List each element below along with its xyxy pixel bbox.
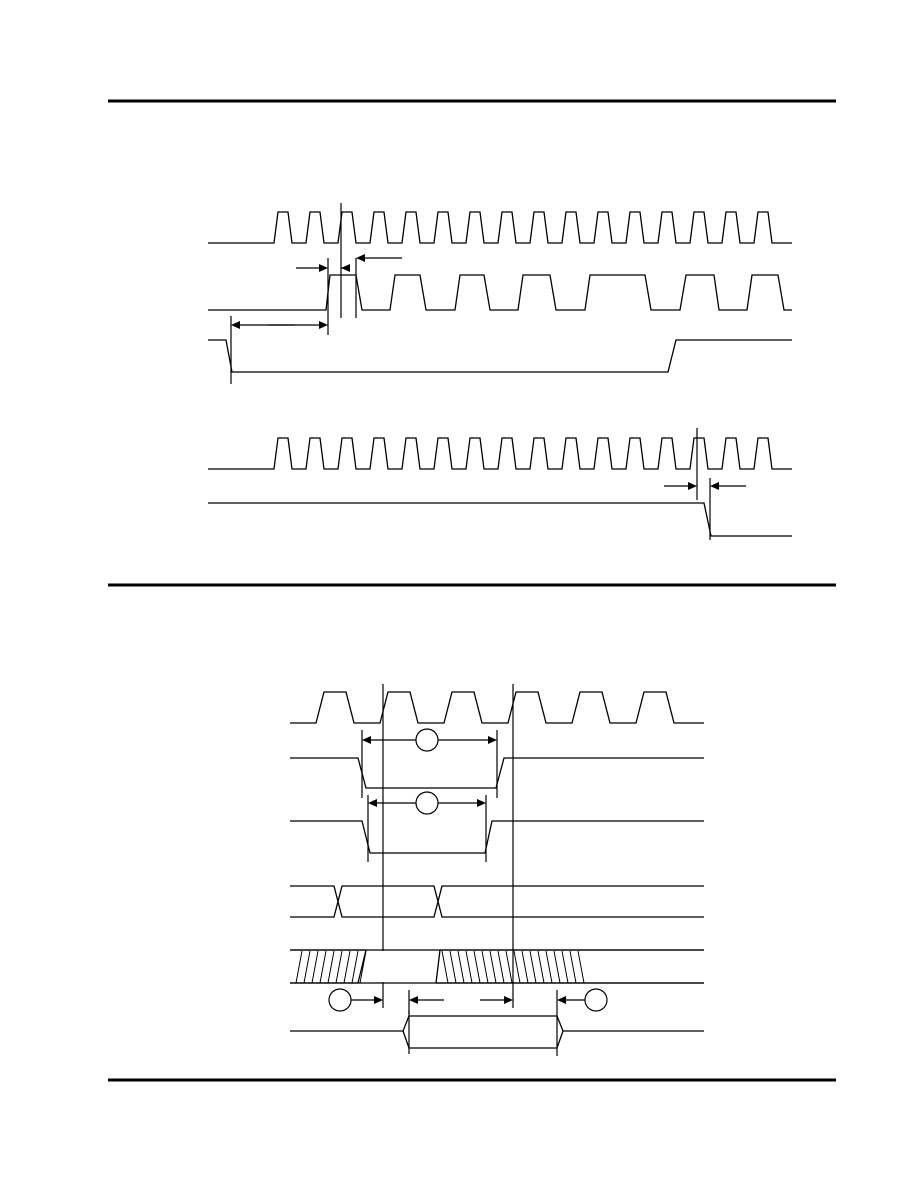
arrowhead [319,321,328,329]
strobe-waveform [208,339,792,373]
arrowhead [488,736,497,744]
arrowhead [356,254,365,262]
select-waveform-1 [290,757,704,789]
data-bus-waveform [290,949,704,984]
clock-waveform-1 [208,211,792,244]
upper-timing-diagram-2 [208,428,792,540]
undefined-data-hatch-left [295,950,367,984]
output-data-waveform [290,1015,704,1049]
address-bus-waveform [290,885,704,918]
arrowhead [557,996,566,1004]
callout-circle-3 [328,988,352,1012]
select-waveform-2 [290,820,704,854]
clock-waveform-2 [208,437,792,470]
lower-timing-diagram [290,684,704,1056]
divided-clock-waveform [208,274,792,311]
lower-clock-waveform [290,691,704,724]
arrowhead [477,799,486,807]
arrowhead [504,996,513,1004]
arrowhead [374,996,383,1004]
callout-circle-4 [584,988,608,1012]
arrowhead [710,482,719,490]
callout-circle-2 [415,791,439,815]
arrowhead [231,321,240,329]
arrowhead [368,799,377,807]
arrowhead [341,264,350,272]
arrowhead [362,736,371,744]
upper-timing-diagram [208,203,792,384]
arrowhead [409,996,418,1004]
arrowhead [319,264,328,272]
arrowhead [688,482,697,490]
output-waveform [208,502,792,537]
undefined-data-hatch-right [441,950,585,984]
callout-circle-1 [415,728,439,752]
